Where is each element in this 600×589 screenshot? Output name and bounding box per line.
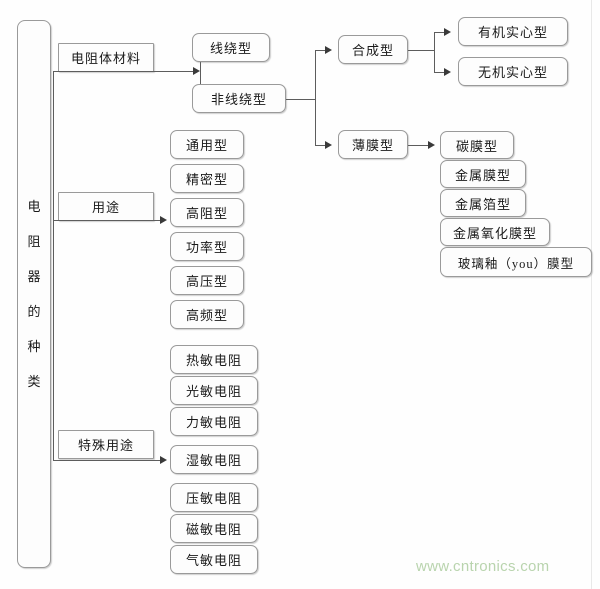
fan-inorganic-solid <box>434 72 448 73</box>
arrow-carbon-film <box>428 141 435 149</box>
node-usage-type[interactable]: 通用型 <box>170 130 244 159</box>
label-composite: 合成型 <box>351 43 394 58</box>
watermark-text: www.cntronics.com <box>416 558 550 575</box>
label-power: 功率型 <box>185 240 228 255</box>
node-usage-type[interactable]: 高频型 <box>170 300 244 329</box>
label-glass-glaze-film: 玻璃釉（you）膜型 <box>457 256 575 271</box>
label-carbon-film: 碳膜型 <box>455 138 498 154</box>
root-char-3: 的 <box>27 304 41 319</box>
branch-label-material: 电阻体材料 <box>70 51 141 66</box>
label-photoresistor: 光敏电阻 <box>185 384 242 399</box>
node-special-type[interactable]: 气敏电阻 <box>170 545 258 574</box>
node-non-wirewound[interactable]: 非线绕型 <box>192 84 286 113</box>
root-char-0: 电 <box>27 199 41 214</box>
node-film[interactable]: 薄膜型 <box>338 130 408 159</box>
label-magneto-sensitive: 磁敏电阻 <box>185 522 242 537</box>
arrow-inorganic-solid <box>444 68 451 76</box>
label-gas-sensitive: 气敏电阻 <box>185 553 242 568</box>
branch-box-special[interactable]: 特殊用途 <box>58 430 154 459</box>
node-special-type[interactable]: 力敏电阻 <box>170 407 258 436</box>
label-high-freq: 高频型 <box>185 308 228 323</box>
arrow-film <box>325 141 332 149</box>
node-inorganic-solid[interactable]: 无机实心型 <box>458 57 568 86</box>
branch-label-usage: 用途 <box>91 200 120 215</box>
node-film-type[interactable]: 金属氧化膜型 <box>440 218 550 246</box>
node-usage-type[interactable]: 精密型 <box>170 164 244 193</box>
root-char-5: 类 <box>27 374 41 389</box>
node-wirewound[interactable]: 线绕型 <box>192 33 270 62</box>
label-thermistor: 热敏电阻 <box>185 353 242 368</box>
label-high-ohm: 高阻型 <box>185 206 228 221</box>
connector-film-out <box>408 145 432 146</box>
node-special-type[interactable]: 压敏电阻 <box>170 483 258 512</box>
fan-film <box>315 145 329 146</box>
arrow-organic-solid <box>444 28 451 36</box>
arrow-usage <box>160 216 167 224</box>
node-special-type[interactable]: 湿敏电阻 <box>170 445 258 474</box>
label-metal-film: 金属膜型 <box>454 167 511 183</box>
root-char-1: 阻 <box>27 234 41 249</box>
label-organic-solid: 有机实心型 <box>477 25 548 40</box>
fan-composite <box>315 50 329 51</box>
branch-label-special: 特殊用途 <box>77 438 134 453</box>
label-film: 薄膜型 <box>351 138 394 153</box>
fan-composite-vertical <box>434 32 435 72</box>
node-film-type[interactable]: 玻璃釉（you）膜型 <box>440 247 592 277</box>
label-general: 通用型 <box>185 138 228 153</box>
node-usage-type[interactable]: 功率型 <box>170 232 244 261</box>
branch-box-usage[interactable]: 用途 <box>58 192 154 221</box>
node-film-type[interactable]: 碳膜型 <box>440 131 514 159</box>
label-varistor: 压敏电阻 <box>185 491 242 506</box>
node-film-type[interactable]: 金属箔型 <box>440 189 526 217</box>
arrow-material <box>193 67 200 75</box>
label-high-volt: 高压型 <box>185 274 228 289</box>
root-char-2: 器 <box>27 269 41 284</box>
root-char-4: 种 <box>27 339 41 354</box>
fan-material-vertical <box>200 48 201 99</box>
node-special-type[interactable]: 光敏电阻 <box>170 376 258 405</box>
node-organic-solid[interactable]: 有机实心型 <box>458 17 568 46</box>
root-node-label: 电 阻 器 的 种 类 <box>17 20 51 568</box>
arrow-composite <box>325 46 332 54</box>
label-metal-foil: 金属箔型 <box>454 196 511 212</box>
arrow-special <box>160 456 167 464</box>
connector-composite-out <box>408 50 434 51</box>
node-special-type[interactable]: 热敏电阻 <box>170 345 258 374</box>
page-edge-line <box>591 0 592 589</box>
label-inorganic-solid: 无机实心型 <box>477 65 548 80</box>
connector-special <box>53 460 165 461</box>
label-wirewound: 线绕型 <box>209 41 252 56</box>
connector-nonwirewound-out <box>286 99 315 100</box>
connector-usage <box>53 220 165 221</box>
node-special-type[interactable]: 磁敏电阻 <box>170 514 258 543</box>
fan-organic-solid <box>434 32 448 33</box>
connector-material <box>53 71 197 72</box>
node-film-type[interactable]: 金属膜型 <box>440 160 526 188</box>
fan-nonwirewound-vertical <box>315 50 316 145</box>
node-usage-type[interactable]: 高阻型 <box>170 198 244 227</box>
label-metal-oxide-film: 金属氧化膜型 <box>452 225 537 241</box>
label-precision: 精密型 <box>185 172 228 187</box>
trunk-vertical-line <box>53 71 54 461</box>
branch-box-material[interactable]: 电阻体材料 <box>58 43 154 72</box>
label-force-sensitive: 力敏电阻 <box>185 415 242 430</box>
label-humidity-sensitive: 湿敏电阻 <box>185 453 242 468</box>
root-node-box <box>17 20 51 568</box>
label-non-wirewound: 非线绕型 <box>210 92 267 107</box>
node-usage-type[interactable]: 高压型 <box>170 266 244 295</box>
node-composite[interactable]: 合成型 <box>338 35 408 64</box>
